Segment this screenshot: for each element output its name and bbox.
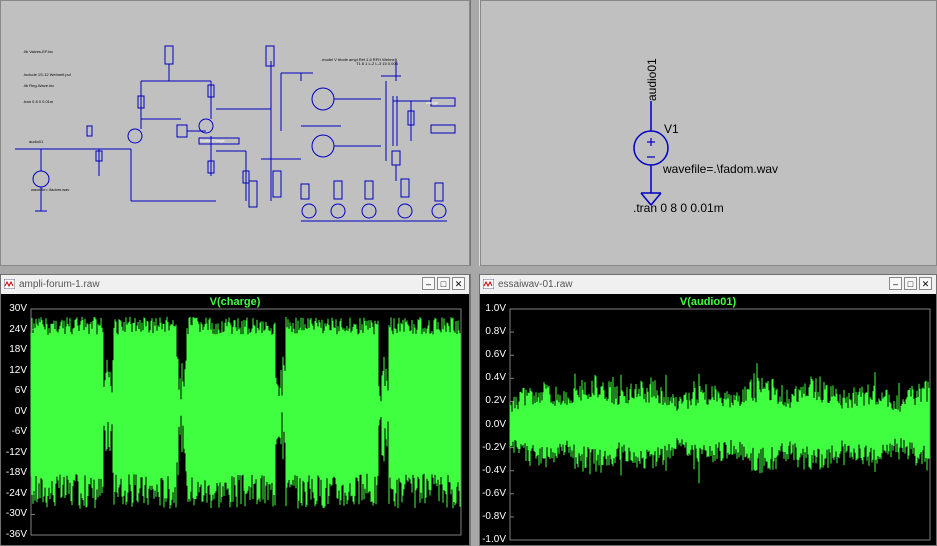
y-tick-label: 0.2V (485, 395, 506, 407)
y-tick-label: 18V (9, 344, 27, 356)
y-tick-label: 0.8V (485, 326, 506, 338)
y-tick-label: 1.0V (485, 303, 506, 314)
source-value[interactable]: wavefile=.\fadom.wav (662, 162, 778, 176)
y-tick-label: 0.6V (485, 349, 506, 361)
minimize-button[interactable]: – (422, 277, 435, 290)
waveform-plot[interactable] (480, 294, 936, 546)
schematic-editor-wavefile[interactable]: audio01 V1 wavefile=.\fadom.wav .tran 0 … (480, 0, 937, 266)
window-titlebar[interactable]: essaiwav-01.raw – □ ✕ (480, 275, 936, 294)
y-tick-label: -0.8V (482, 510, 506, 522)
sortie-label: Sortie Charge (200, 138, 225, 143)
y-tick-label: 0.4V (485, 372, 506, 384)
y-tick-label: -6V (11, 426, 27, 438)
y-tick-label: -0.6V (482, 487, 506, 499)
y-tick-label: -0.2V (482, 441, 506, 453)
schematic-editor-amplifier[interactable]: .lib Valves-EF.inc .include 1S-12 Wehnel… (0, 0, 470, 266)
y-tick-label: 0.0V (485, 418, 506, 430)
y-tick-label: 24V (9, 323, 27, 335)
y-tick-label: -0.4V (482, 464, 506, 476)
waveform-window-ampli[interactable]: ampli-forum-1.raw – □ ✕ V(charge) 30V 24V… (0, 274, 470, 546)
source-name[interactable]: V1 (664, 122, 679, 136)
trafo-note: T1 8 1 L-2 L-3 15 0.003 (356, 61, 399, 66)
plot-area[interactable]: V(charge) 30V 24V 18V 12V 6V 0V -6V -12V -18V -24… (1, 294, 469, 545)
directive-lib-valves: .lib Valves-EF.inc (23, 49, 53, 54)
y-tick-label: -1.0V (482, 534, 506, 545)
plot-area[interactable]: V(audio01) 1.0V 0.8V 0.6V 0.4V 0.2V 0.0V -0.2V… (480, 294, 936, 545)
maximize-button[interactable]: □ (437, 277, 450, 290)
tran-directive[interactable]: .tran 0 8 0 0.01m (633, 201, 724, 215)
waveform-icon (483, 279, 494, 289)
source-label: wavefile=.\fadom.wav (31, 187, 69, 192)
directive-include: .include 1S-12 Wehnelt.pul (23, 72, 71, 77)
trace-label[interactable]: V(charge) (209, 296, 261, 308)
waveform-icon (4, 279, 15, 289)
net-label-audio01[interactable]: audio01 (645, 58, 659, 101)
trace-waveform[interactable] (509, 363, 930, 484)
window-title: ampli-forum-1.raw (19, 279, 100, 290)
trace-label[interactable]: V(audio01) (679, 296, 737, 308)
maximize-button[interactable]: □ (904, 277, 917, 290)
window-titlebar[interactable]: ampli-forum-1.raw – □ ✕ (1, 275, 469, 294)
directive-lib-reg: .lib Reg-Wave.inc (23, 83, 54, 88)
trace-waveform[interactable] (30, 316, 461, 509)
y-tick-label: 30V (9, 303, 27, 314)
y-tick-label: -24V (5, 487, 27, 499)
close-button[interactable]: ✕ (919, 277, 932, 290)
y-tick-label: -30V (5, 508, 27, 520)
y-tick-label: 0V (14, 405, 27, 417)
horizontal-splitter[interactable] (0, 266, 937, 274)
heading-note: .model V triode ampl Ref 1.6 RFH Wehnelt (321, 57, 398, 62)
y-tick-label: 12V (9, 364, 27, 376)
waveform-plot[interactable] (1, 294, 469, 546)
charge-flag: charge (426, 100, 439, 105)
input-label: audio01 (29, 139, 44, 144)
minimize-button[interactable]: – (889, 277, 902, 290)
waveform-window-essaiwav[interactable]: essaiwav-01.raw – □ ✕ V(audio01) 1.0V 0.8… (479, 274, 937, 546)
y-tick-label: -12V (5, 446, 27, 458)
directive-tran: .tran 0 8 0 0.01m (23, 99, 54, 104)
schematic-wavefile-drawing[interactable]: audio01 V1 wavefile=.\fadom.wav .tran 0 … (481, 1, 936, 265)
schematic-amplifier-drawing[interactable]: .lib Valves-EF.inc .include 1S-12 Wehnel… (1, 1, 469, 265)
window-title: essaiwav-01.raw (498, 279, 573, 290)
close-button[interactable]: ✕ (452, 277, 465, 290)
y-tick-label: -18V (5, 467, 27, 479)
y-tick-label: 6V (14, 385, 27, 397)
y-tick-label: -36V (5, 529, 27, 540)
